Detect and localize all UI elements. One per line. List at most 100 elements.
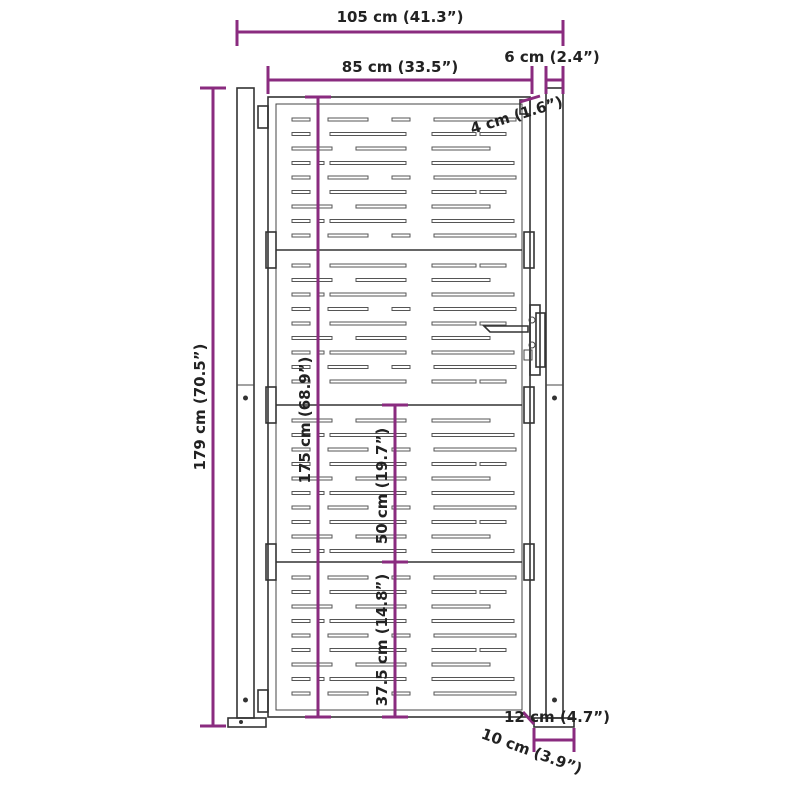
slot	[327, 505, 369, 510]
slot	[431, 520, 477, 524]
slot	[355, 278, 407, 282]
slot	[327, 633, 369, 638]
slot	[431, 292, 515, 297]
slot	[291, 476, 333, 481]
slot	[291, 175, 311, 180]
slot	[355, 604, 407, 609]
slot	[391, 307, 411, 311]
slot-pattern	[291, 117, 517, 696]
slot	[291, 648, 311, 652]
slot	[431, 161, 515, 165]
section-upper-label: 50 cm (19.7”)	[373, 428, 391, 544]
slot	[431, 462, 477, 466]
slot	[291, 505, 311, 510]
slot	[329, 619, 407, 623]
slot	[291, 146, 333, 151]
slot	[329, 292, 407, 297]
slot	[329, 648, 407, 652]
hinges	[257, 99, 535, 713]
slot	[355, 476, 407, 481]
slot	[327, 175, 369, 180]
slot	[329, 520, 407, 524]
slot	[291, 462, 311, 466]
slot	[431, 350, 515, 355]
slot	[431, 619, 515, 623]
slot	[291, 263, 311, 268]
slot	[329, 379, 407, 384]
slot	[291, 233, 311, 238]
slot	[291, 619, 311, 623]
slot	[479, 132, 507, 136]
gate-width-label: 85 cm (33.5”)	[342, 58, 458, 76]
slot	[355, 146, 407, 151]
slot	[391, 117, 411, 122]
slot	[431, 662, 491, 667]
slot	[431, 677, 515, 681]
slot	[327, 117, 369, 122]
slot	[431, 219, 515, 223]
slot	[355, 662, 407, 667]
slot	[291, 321, 311, 326]
slot	[433, 575, 517, 580]
slot	[291, 491, 311, 495]
slot	[355, 534, 407, 539]
slot	[329, 219, 407, 223]
slot	[291, 292, 311, 297]
slot	[327, 307, 369, 311]
slot	[355, 204, 407, 209]
gate-height-label: 175 cm (68.9”)	[296, 357, 314, 484]
slot	[433, 505, 517, 510]
slot	[479, 520, 507, 524]
slot	[479, 462, 507, 466]
slot	[431, 418, 491, 423]
slot	[391, 175, 411, 180]
slot	[431, 379, 477, 384]
slot	[479, 379, 507, 384]
slot	[391, 575, 411, 580]
slot	[327, 365, 369, 369]
slot	[291, 365, 311, 369]
slot	[391, 233, 411, 238]
right-post	[533, 87, 575, 728]
section-lower-label: 37.5 cm (14.8”)	[373, 574, 391, 707]
slot	[291, 590, 311, 594]
slot	[291, 117, 311, 122]
slot	[291, 190, 311, 194]
slot	[431, 534, 491, 539]
slot	[327, 691, 369, 696]
left-post	[227, 87, 267, 728]
slot	[291, 350, 311, 355]
slot	[391, 633, 411, 638]
slot	[431, 263, 477, 268]
slot	[433, 307, 517, 311]
slot	[291, 379, 311, 384]
slot	[391, 505, 411, 510]
slot	[433, 175, 517, 180]
slot	[329, 132, 407, 136]
slot	[433, 365, 517, 369]
slot	[291, 161, 311, 165]
slot	[329, 190, 407, 194]
slot	[291, 604, 333, 609]
slot	[433, 633, 517, 638]
slot	[291, 575, 311, 580]
overall-height-label: 179 cm (70.5”)	[191, 344, 209, 471]
dimension-lines	[200, 20, 576, 752]
slot	[291, 677, 311, 681]
slot	[329, 263, 407, 268]
slot	[433, 117, 517, 122]
slot	[431, 604, 491, 609]
handle-icon	[482, 304, 546, 376]
slot	[291, 549, 311, 553]
slot	[291, 336, 333, 340]
slot	[291, 433, 311, 437]
slot	[431, 146, 491, 151]
slot	[327, 233, 369, 238]
slot	[329, 590, 407, 594]
slot	[291, 662, 333, 667]
slot	[431, 278, 491, 282]
overall-width-label: 105 cm (41.3”)	[337, 8, 464, 26]
slot	[479, 590, 507, 594]
slot	[431, 190, 477, 194]
